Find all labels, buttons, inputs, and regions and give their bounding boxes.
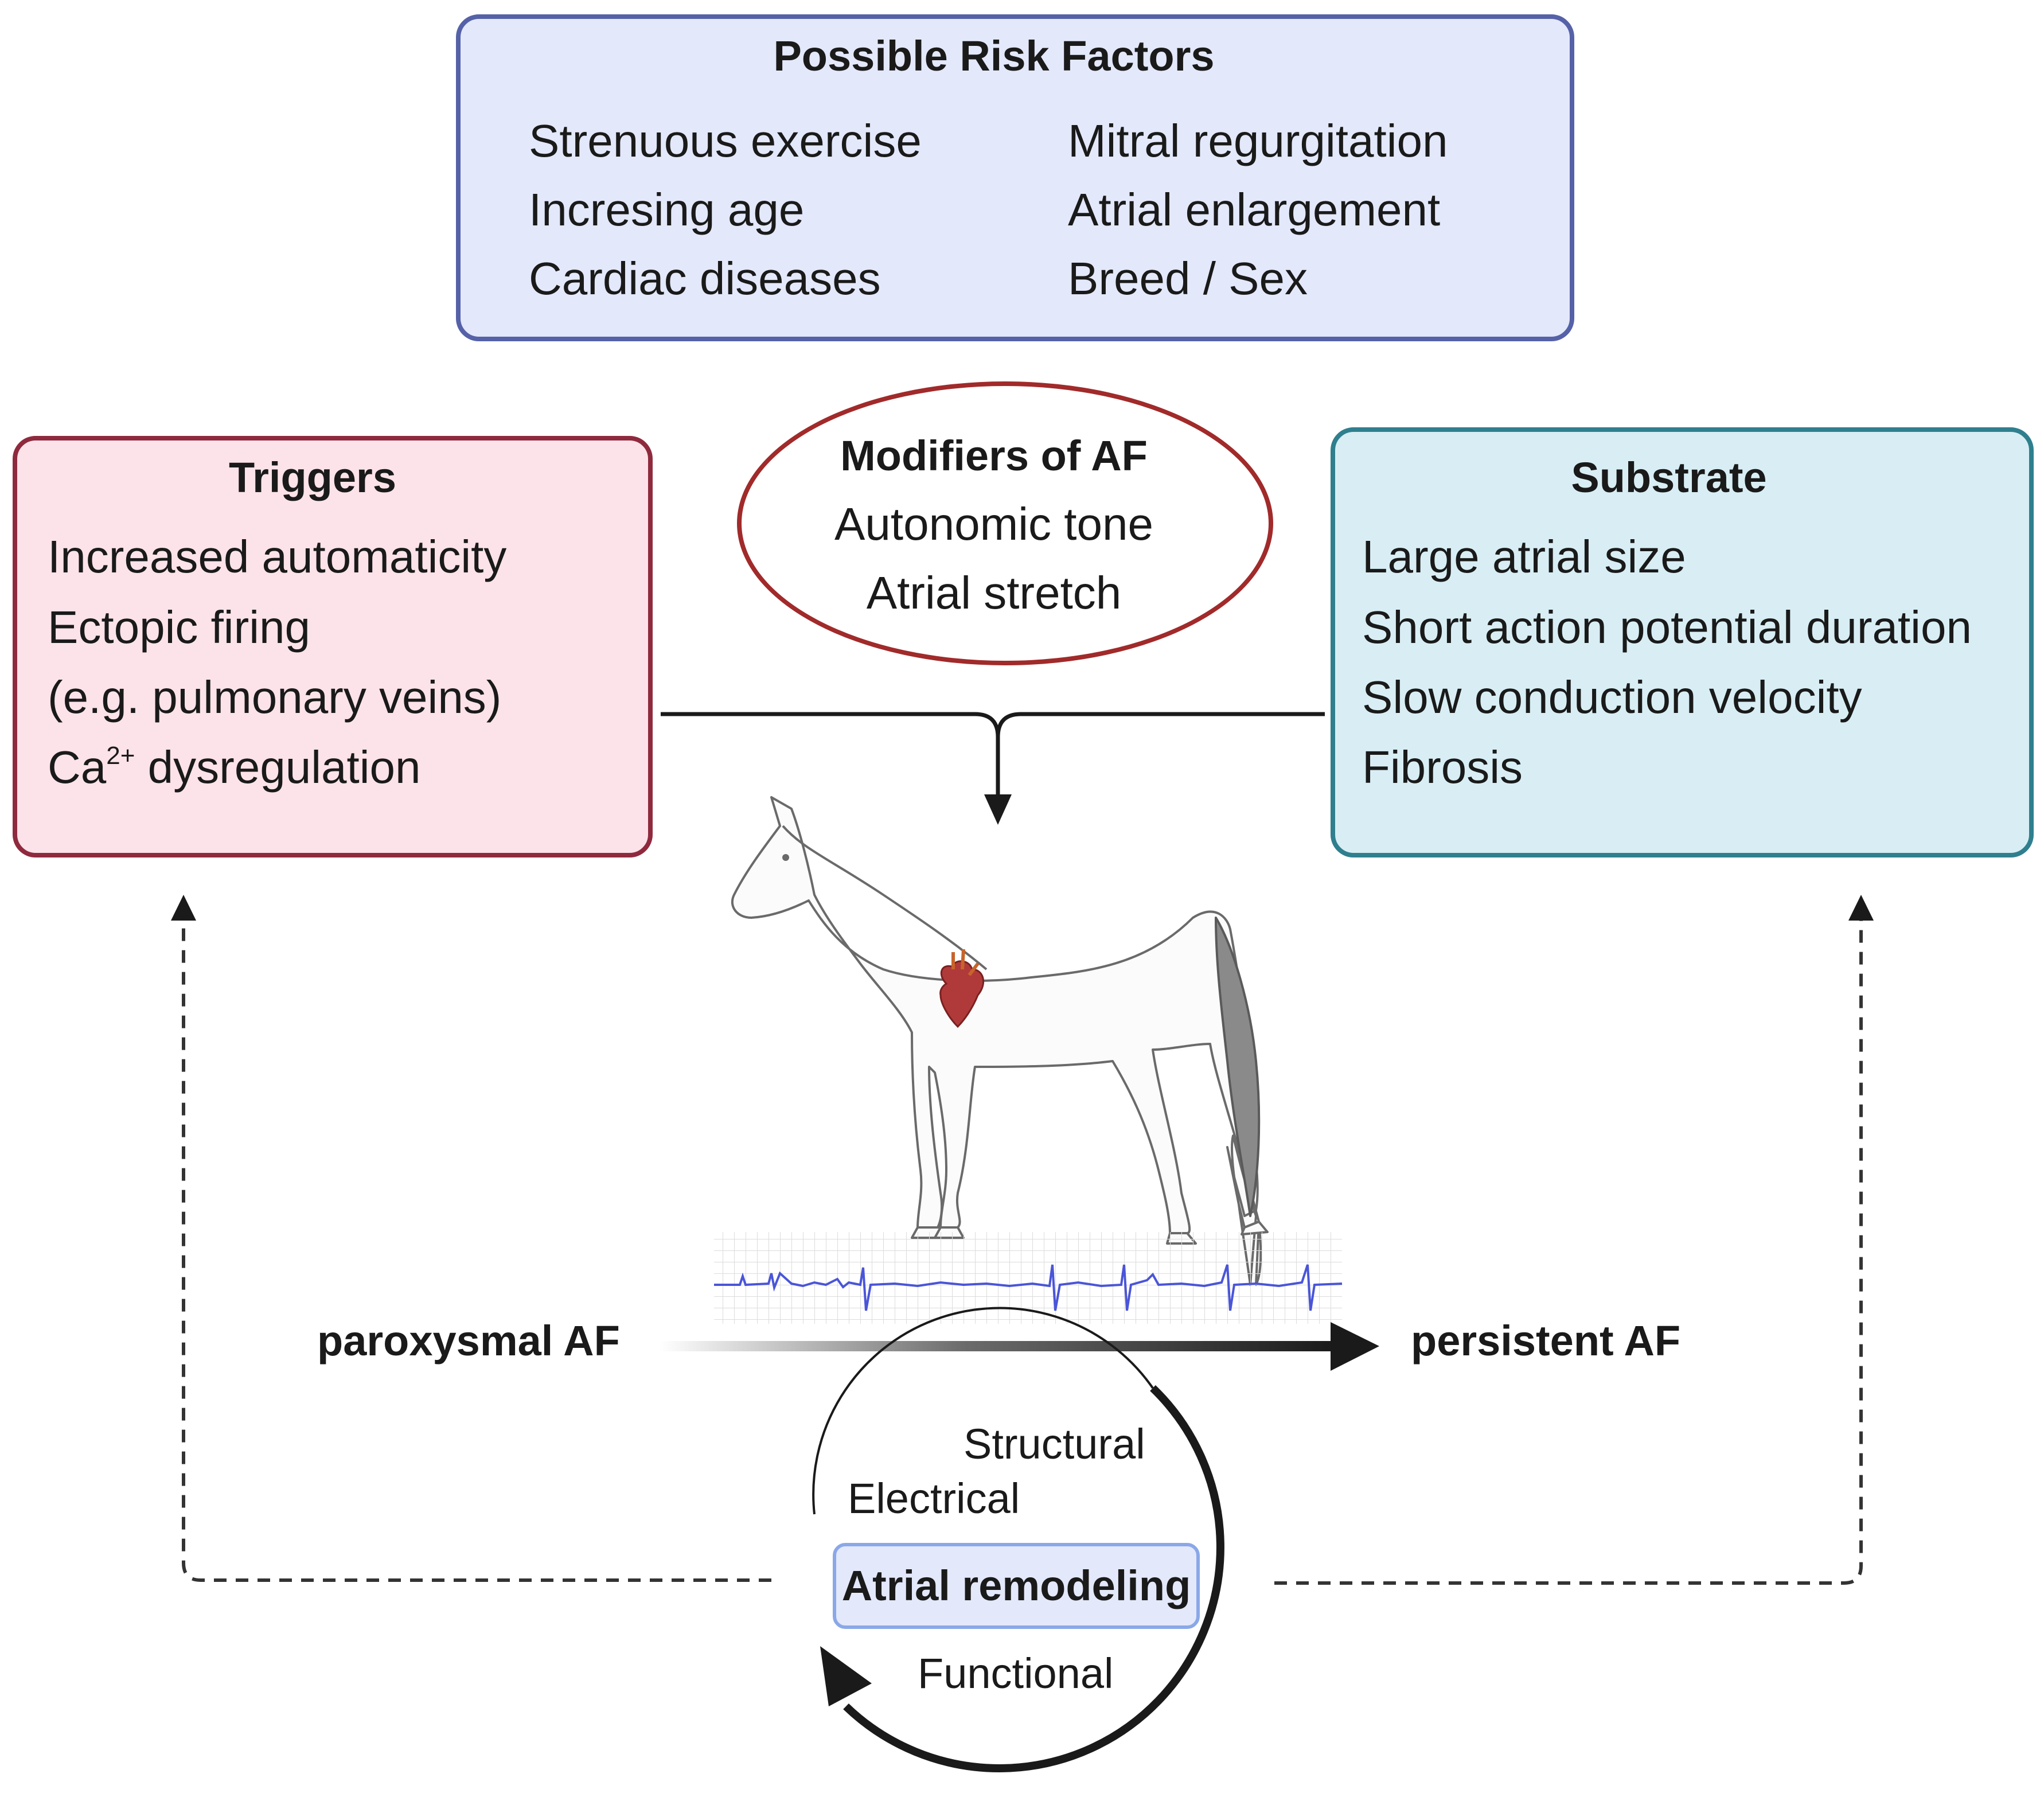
trigger-item: Increased automaticity (48, 531, 507, 582)
modifiers-ellipse (737, 381, 1273, 665)
feedback-arrow-left (182, 921, 771, 1582)
triggers-box (13, 436, 653, 857)
atrial-remodeling-label: Atrial remodeling (841, 1562, 1191, 1609)
ecg-strip-icon (714, 1232, 1343, 1324)
structural-label: Structural (964, 1420, 1145, 1468)
trigger-item: (e.g. pulmonary veins) (48, 672, 502, 723)
risk-factor-item: Mitral regurgitation (1068, 115, 1448, 166)
bracket-connector (661, 712, 1325, 803)
risk-factor-item: Strenuous exercise (529, 115, 922, 166)
feedback-arrow-right (1274, 921, 1863, 1585)
bracket-arrowhead (984, 794, 1012, 825)
trigger-item: Ectopic firing (48, 602, 310, 653)
risk-factors-box (456, 14, 1574, 341)
trigger-item-calcium: Ca2+ dysregulation (48, 742, 421, 793)
triggers-title: Triggers (229, 454, 396, 501)
functional-label: Functional (918, 1650, 1114, 1697)
substrate-item: Slow conduction velocity (1362, 672, 1862, 723)
electrical-label: Electrical (848, 1475, 1020, 1522)
atrial-remodeling-box (833, 1543, 1200, 1629)
risk-factor-item: Incresing age (529, 184, 805, 235)
substrate-item: Large atrial size (1362, 531, 1686, 582)
modifier-item: Autonomic tone (834, 498, 1153, 549)
substrate-item: Fibrosis (1362, 742, 1523, 793)
heart-icon (939, 949, 984, 1028)
substrate-box (1331, 427, 2034, 857)
horse-icon (731, 796, 1269, 1286)
feedback-arrowhead-right (1848, 895, 1874, 921)
risk-factor-item: Cardiac diseases (529, 253, 881, 304)
paroxysmal-af-label: paroxysmal AF (317, 1317, 620, 1365)
modifier-item: Atrial stretch (866, 567, 1122, 618)
risk-factor-item: Breed / Sex (1068, 253, 1308, 304)
progression-arrow (660, 1322, 1379, 1371)
cycle-arrow-icon (812, 1307, 1224, 1772)
modifiers-title: Modifiers of AF (840, 432, 1148, 480)
substrate-item: Short action potential duration (1362, 602, 1972, 653)
feedback-arrowhead-left (171, 895, 196, 921)
persistent-af-label: persistent AF (1411, 1317, 1681, 1365)
risk-factors-title: Possible Risk Factors (773, 32, 1215, 80)
risk-factor-item: Atrial enlargement (1068, 184, 1441, 235)
cycle-arrowhead (820, 1646, 872, 1706)
substrate-title: Substrate (1571, 454, 1767, 501)
